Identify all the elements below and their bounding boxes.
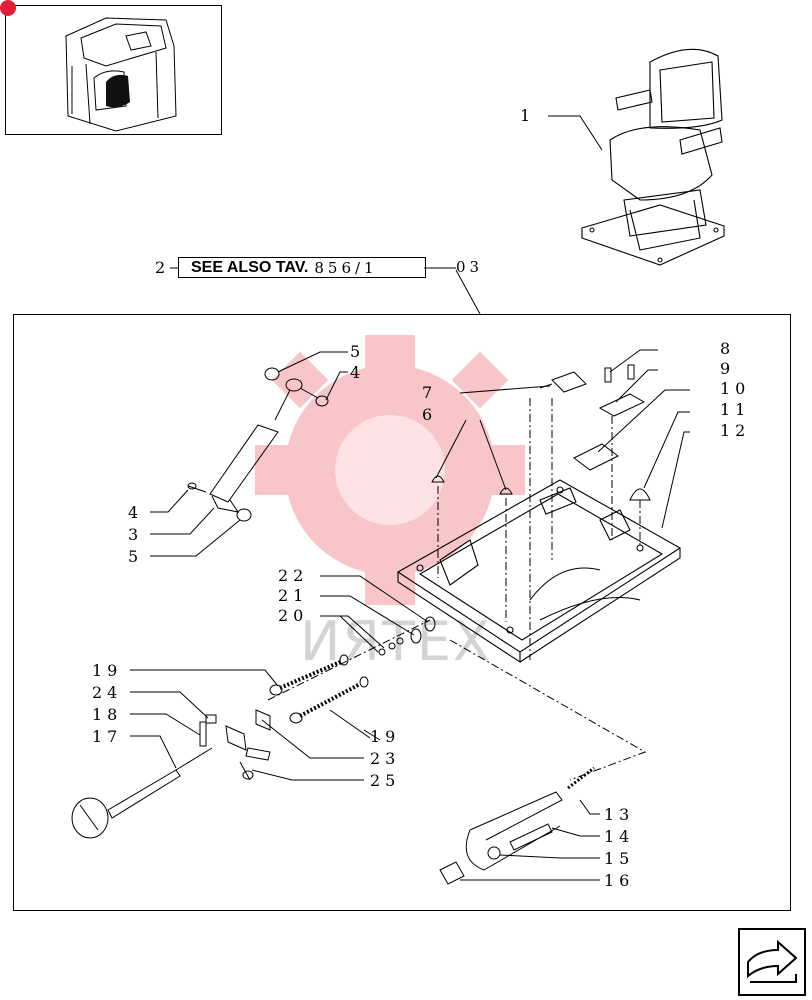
callout-20: 20 bbox=[278, 606, 309, 625]
seat-assembly bbox=[581, 48, 725, 266]
gas-strut bbox=[187, 367, 329, 522]
cab-sketch-icon bbox=[65, 17, 177, 132]
callout-17: 17 bbox=[92, 727, 123, 746]
next-page-button[interactable] bbox=[738, 928, 806, 996]
callout-25: 25 bbox=[370, 771, 401, 790]
callout-24: 24 bbox=[92, 683, 123, 702]
callout-3: 3 bbox=[128, 525, 144, 544]
callout-21: 21 bbox=[278, 586, 309, 605]
callout-19a: 19 bbox=[92, 661, 123, 680]
red-dot-icon bbox=[0, 0, 16, 16]
callout-23: 23 bbox=[370, 749, 401, 768]
see-also-suffix: 03 bbox=[456, 258, 484, 276]
callout-1: 1 bbox=[520, 106, 536, 125]
callout-6: 6 bbox=[422, 405, 438, 424]
callout-4b: 4 bbox=[128, 503, 144, 522]
callout-16: 16 bbox=[604, 871, 635, 890]
springs bbox=[269, 616, 595, 790]
cab-thumbnail bbox=[0, 0, 222, 135]
handle-assembly bbox=[71, 709, 271, 839]
callout-14: 14 bbox=[604, 827, 635, 846]
callout-13: 13 bbox=[604, 805, 635, 824]
callout-22: 22 bbox=[278, 566, 309, 585]
callout-7: 7 bbox=[422, 383, 438, 402]
callout-2: 2 bbox=[155, 258, 171, 277]
callout-8: 8 bbox=[720, 339, 736, 358]
callout-11: 11 bbox=[720, 400, 751, 419]
callout-4a: 4 bbox=[350, 363, 366, 382]
parts-frame bbox=[13, 314, 791, 911]
callout-5a: 5 bbox=[350, 342, 366, 361]
callout-5b: 5 bbox=[128, 547, 144, 566]
base-plate bbox=[396, 479, 682, 664]
callout-19b: 19 bbox=[370, 727, 401, 746]
lever-assembly bbox=[439, 791, 563, 885]
callout-15: 15 bbox=[604, 849, 635, 868]
callout-10: 10 bbox=[720, 379, 751, 398]
see-also-code: 856/1 bbox=[314, 258, 378, 277]
next-page-arrow-icon bbox=[747, 939, 798, 983]
callout-9: 9 bbox=[720, 359, 736, 378]
see-also-label: SEE ALSO TAV. bbox=[191, 258, 309, 276]
callout-12: 12 bbox=[720, 421, 751, 440]
watermark-text: ИЯТЕХ bbox=[300, 610, 493, 673]
see-also-reference[interactable]: SEE ALSO TAV. 856/1 bbox=[178, 257, 426, 278]
callout-18: 18 bbox=[92, 705, 123, 724]
